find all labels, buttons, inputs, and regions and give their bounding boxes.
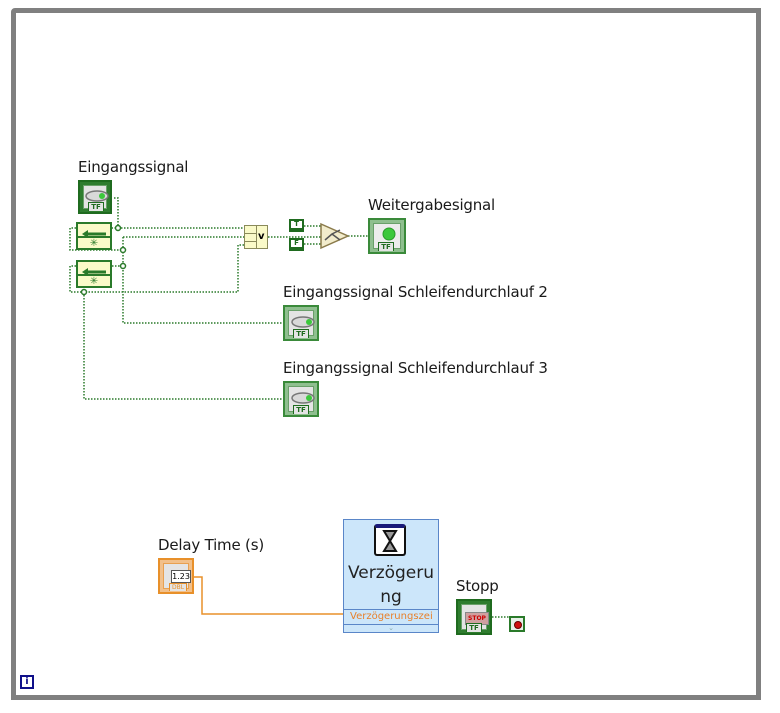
- wire-loop3-to-or: [84, 244, 244, 293]
- wire-junction: [80, 288, 88, 296]
- dbl-badge: DBL: [169, 583, 187, 591]
- delay-time-label: Delay Time (s): [158, 536, 264, 554]
- wire-delay-to-vi: [194, 576, 344, 615]
- true-constant[interactable]: T: [289, 219, 304, 232]
- compound-or-node[interactable]: v: [244, 225, 268, 249]
- led-oval-icon: [85, 190, 109, 202]
- verzoegerung-express-vi[interactable]: Verzögeru ng Verzögerungszei ⌄: [343, 519, 439, 633]
- stopp-terminal[interactable]: STOP TF: [456, 599, 492, 635]
- tf-badge: TF: [293, 405, 309, 414]
- loop-condition-terminal[interactable]: [509, 616, 525, 632]
- wire-fb1-loop: [69, 227, 123, 251]
- weitergabesignal-label: Weitergabesignal: [368, 196, 495, 214]
- wire-input-to-fb1: [106, 197, 119, 229]
- wire-fb2-loop: [69, 265, 84, 293]
- delay-time-terminal[interactable]: 1.23 DBL: [158, 558, 194, 594]
- stopp-label: Stopp: [456, 577, 499, 595]
- wire-junction: [119, 246, 127, 254]
- stop-if-true-icon: [514, 621, 522, 629]
- feedback-node-1[interactable]: ✳: [76, 222, 112, 250]
- vi-title-line2: ng: [380, 587, 402, 607]
- wire-junction: [119, 262, 127, 270]
- loop3-label: Eingangssignal Schleifendurchlauf 3: [283, 359, 548, 377]
- false-constant[interactable]: F: [289, 238, 304, 251]
- arrow-left-icon: [82, 230, 106, 238]
- led-oval-icon: [291, 392, 315, 404]
- eingangssignal-terminal[interactable]: TF: [78, 180, 112, 214]
- vi-input-verzoegerungszeit[interactable]: Verzögerungszei: [344, 609, 438, 625]
- or-symbol: v: [258, 231, 265, 242]
- loop3-terminal[interactable]: TF: [283, 381, 319, 417]
- hourglass-icon: [374, 524, 406, 556]
- feedback-init-icon: ✳: [89, 238, 99, 249]
- arrow-left-icon: [82, 268, 106, 276]
- iteration-terminal-icon: i: [20, 675, 34, 689]
- wire-junction: [114, 224, 122, 232]
- tf-badge: TF: [466, 623, 482, 632]
- tf-badge: TF: [293, 329, 309, 338]
- feedback-node-2[interactable]: ✳: [76, 260, 112, 288]
- feedback-init-icon: ✳: [89, 276, 99, 287]
- loop2-label: Eingangssignal Schleifendurchlauf 2: [283, 283, 548, 301]
- weitergabesignal-terminal[interactable]: TF: [368, 218, 406, 254]
- tf-badge: TF: [88, 202, 104, 211]
- select-node[interactable]: [320, 222, 350, 250]
- loop2-terminal[interactable]: TF: [283, 305, 319, 341]
- wire-to-loop2-ind: [122, 237, 284, 324]
- expand-chevron-icon[interactable]: ⌄: [388, 624, 394, 632]
- wire-to-loop3-ind: [83, 292, 284, 400]
- numeric-display: 1.23: [171, 570, 191, 583]
- eingangssignal-label: Eingangssignal: [78, 158, 189, 176]
- vi-title-line1: Verzögeru: [347, 563, 435, 583]
- led-oval-icon: [291, 316, 315, 328]
- tf-badge: TF: [378, 242, 394, 251]
- led-icon: [382, 227, 396, 241]
